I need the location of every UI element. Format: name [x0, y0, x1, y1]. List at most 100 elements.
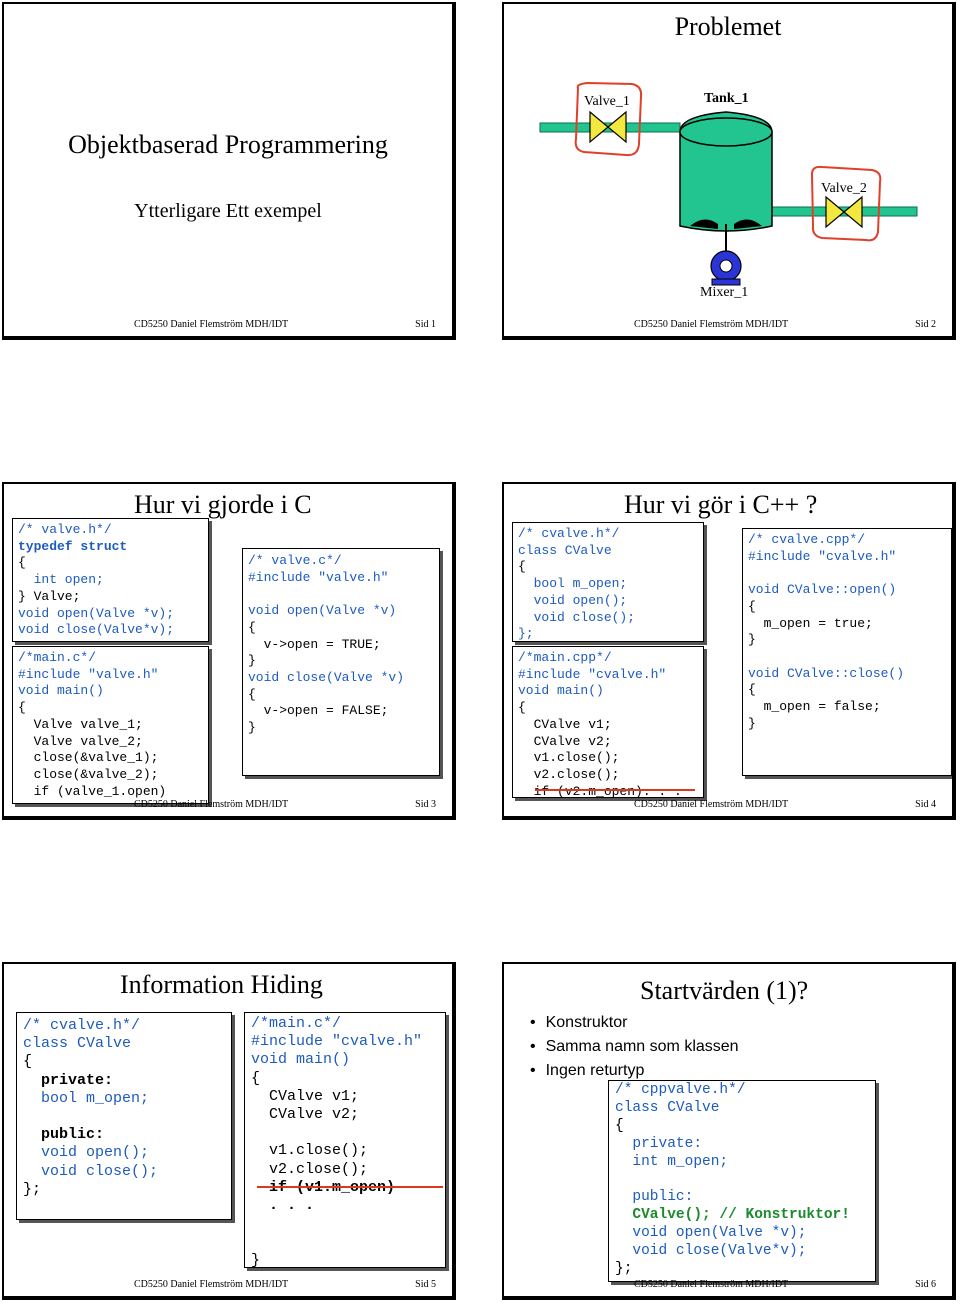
- code-line: };: [518, 626, 534, 642]
- code-line: v2.close();: [251, 1160, 369, 1178]
- code-line: void open(Valve *v): [248, 603, 397, 619]
- code-line: Valve valve_2;: [18, 733, 143, 749]
- code-line: {: [248, 619, 256, 635]
- slide-footer: CD5250 Daniel Flemström MDH/IDT Sid 3: [4, 796, 452, 810]
- code-line: {: [748, 682, 756, 698]
- slide-footer: CD5250 Daniel Flemström MDH/IDT Sid 2: [504, 316, 952, 330]
- code-line: m_open = true;: [748, 615, 873, 631]
- code-line: bool m_open;: [518, 576, 628, 592]
- code-note-main-c: /*main.c*/ #include "valve.h" void main(…: [12, 646, 209, 804]
- code-line: v1.close();: [518, 750, 620, 766]
- valve-1-highlight: [574, 81, 643, 157]
- valve-1-shape: [589, 110, 609, 144]
- slide-subtitle: Ytterligare Ett exempel: [134, 200, 322, 222]
- code-line: }: [748, 632, 756, 648]
- code-line: /* cppvalve.h*/: [615, 1082, 746, 1098]
- code-line: void main(): [18, 683, 104, 699]
- slide-title: Problemet: [674, 12, 782, 41]
- code-line: typedef struct: [18, 538, 128, 554]
- tank-top: [679, 117, 773, 147]
- code-line: {: [615, 1117, 624, 1134]
- code-line: {: [23, 1053, 33, 1071]
- bullet-list: Konstruktor Samma namn som klassen Ingen…: [530, 1014, 739, 1086]
- slide-title: Startvärden (1)?: [640, 976, 809, 1005]
- code-line: public:: [23, 1126, 105, 1144]
- code-note-valve-h: /* valve.h*/ typedef struct { int open; …: [12, 518, 209, 642]
- code-line: }: [251, 1251, 261, 1269]
- code-line: void close(Valve *v): [248, 669, 405, 685]
- code-line: CValve v1;: [518, 716, 612, 732]
- slide-title: Hur vi gör i C++ ?: [624, 490, 818, 519]
- code-line: int open;: [18, 572, 104, 588]
- footer-page: Sid 6: [915, 1279, 936, 1290]
- footer-page: Sid 1: [415, 319, 436, 330]
- code-line: v->open = FALSE;: [248, 703, 389, 719]
- code-line: };: [615, 1261, 633, 1278]
- code-line: #include "valve.h": [248, 569, 389, 585]
- code-line: class CValve: [518, 542, 612, 558]
- valve-2-highlight: [810, 165, 882, 242]
- slide-4: Hur vi gör i C++ ? /* cvalve.h*/ class C…: [502, 482, 956, 820]
- slide-footer: CD5250 Daniel Flemström MDH/IDT Sid 4: [504, 796, 952, 810]
- label-mixer-1: Mixer_1: [700, 285, 749, 300]
- code-line: /* valve.c*/: [248, 553, 342, 568]
- code-line: {: [748, 598, 756, 614]
- bullet-item: Samma namn som klassen: [530, 1038, 739, 1056]
- code-line: /*main.cpp*/: [518, 650, 612, 665]
- footer-course: CD5250 Daniel Flemström MDH/IDT: [134, 1279, 289, 1290]
- code-line: CValve v2;: [518, 733, 612, 749]
- code-line: CValve v2;: [251, 1106, 360, 1124]
- footer-page: Sid 4: [915, 799, 936, 810]
- mixer-motor-hub: [719, 259, 733, 273]
- code-line: Valve valve_1;: [18, 716, 143, 732]
- code-note-main-c: /*main.c*/ #include "cvalve.h" void main…: [244, 1012, 446, 1269]
- code-note-cvalve-h: /* cvalve.h*/ class CValve { private: bo…: [16, 1012, 232, 1220]
- code-line: if (valve_1.open): [18, 783, 167, 799]
- code-note-valve-c: /* valve.c*/ #include "valve.h" void ope…: [242, 548, 440, 776]
- code-line: /*main.c*/: [251, 1015, 342, 1032]
- footer-course: CD5250 Daniel Flemström MDH/IDT: [134, 319, 289, 330]
- footer-page: Sid 3: [415, 799, 436, 810]
- code-line: {: [251, 1069, 261, 1087]
- code-line: v->open = TRUE;: [248, 636, 381, 652]
- code-line: . . .: [251, 1197, 315, 1215]
- code-line: void open();: [23, 1144, 150, 1162]
- code-note-cvalve-cpp: /* cvalve.cpp*/ #include "cvalve.h" void…: [742, 528, 952, 776]
- slide-6: Startvärden (1)? Konstruktor Samma namn …: [502, 962, 956, 1300]
- valve-2-shape-b: [843, 195, 863, 229]
- slide-footer: CD5250 Daniel Flemström MDH/IDT Sid 5: [4, 1276, 452, 1290]
- code-line: #include "valve.h": [18, 666, 159, 682]
- label-valve-2: Valve_2: [821, 181, 867, 196]
- valve-1-shape-b: [607, 110, 627, 144]
- code-line: private:: [615, 1135, 703, 1152]
- code-note-cppvalve-h: /* cppvalve.h*/ class CValve { private: …: [608, 1080, 876, 1282]
- code-line: void open(Valve *v);: [615, 1225, 807, 1242]
- footer-page: Sid 5: [415, 1279, 436, 1290]
- mixer-blade-right: [734, 219, 762, 229]
- code-line: void close();: [23, 1162, 159, 1180]
- code-line: }: [248, 720, 256, 736]
- code-line: #include "cvalve.h": [251, 1033, 423, 1051]
- code-line: void CValve::open(): [748, 582, 897, 598]
- code-line: /* cvalve.h*/: [23, 1017, 141, 1034]
- code-note-cvalve-h: /* cvalve.h*/ class CValve { bool m_open…: [512, 522, 704, 642]
- code-line: }: [248, 653, 256, 669]
- code-line: public:: [615, 1189, 694, 1206]
- code-line: #include "cvalve.h": [518, 666, 667, 682]
- code-line: {: [518, 700, 526, 716]
- slide-2: Problemet Valve_1 Tank_1 Valve_2 Mixer_1…: [502, 2, 956, 340]
- label-tank-1: Tank_1: [704, 91, 749, 106]
- code-line: void close();: [518, 609, 636, 625]
- code-line: void close(Valve*v);: [615, 1243, 807, 1260]
- code-line: void open(Valve *v);: [18, 605, 175, 621]
- code-line: {: [518, 559, 526, 575]
- code-line: void main(): [251, 1051, 351, 1069]
- code-line: m_open = false;: [748, 699, 881, 715]
- slide-5: Information Hiding /* cvalve.h*/ class C…: [2, 962, 456, 1300]
- code-line: void main(): [518, 683, 604, 699]
- slide-footer: CD5250 Daniel Flemström MDH/IDT Sid 1: [4, 316, 452, 330]
- valve-2-shape: [825, 195, 845, 229]
- code-line: #include "cvalve.h": [748, 548, 897, 564]
- code-line: {: [18, 555, 26, 571]
- code-line: close(&valve_1);: [18, 750, 159, 766]
